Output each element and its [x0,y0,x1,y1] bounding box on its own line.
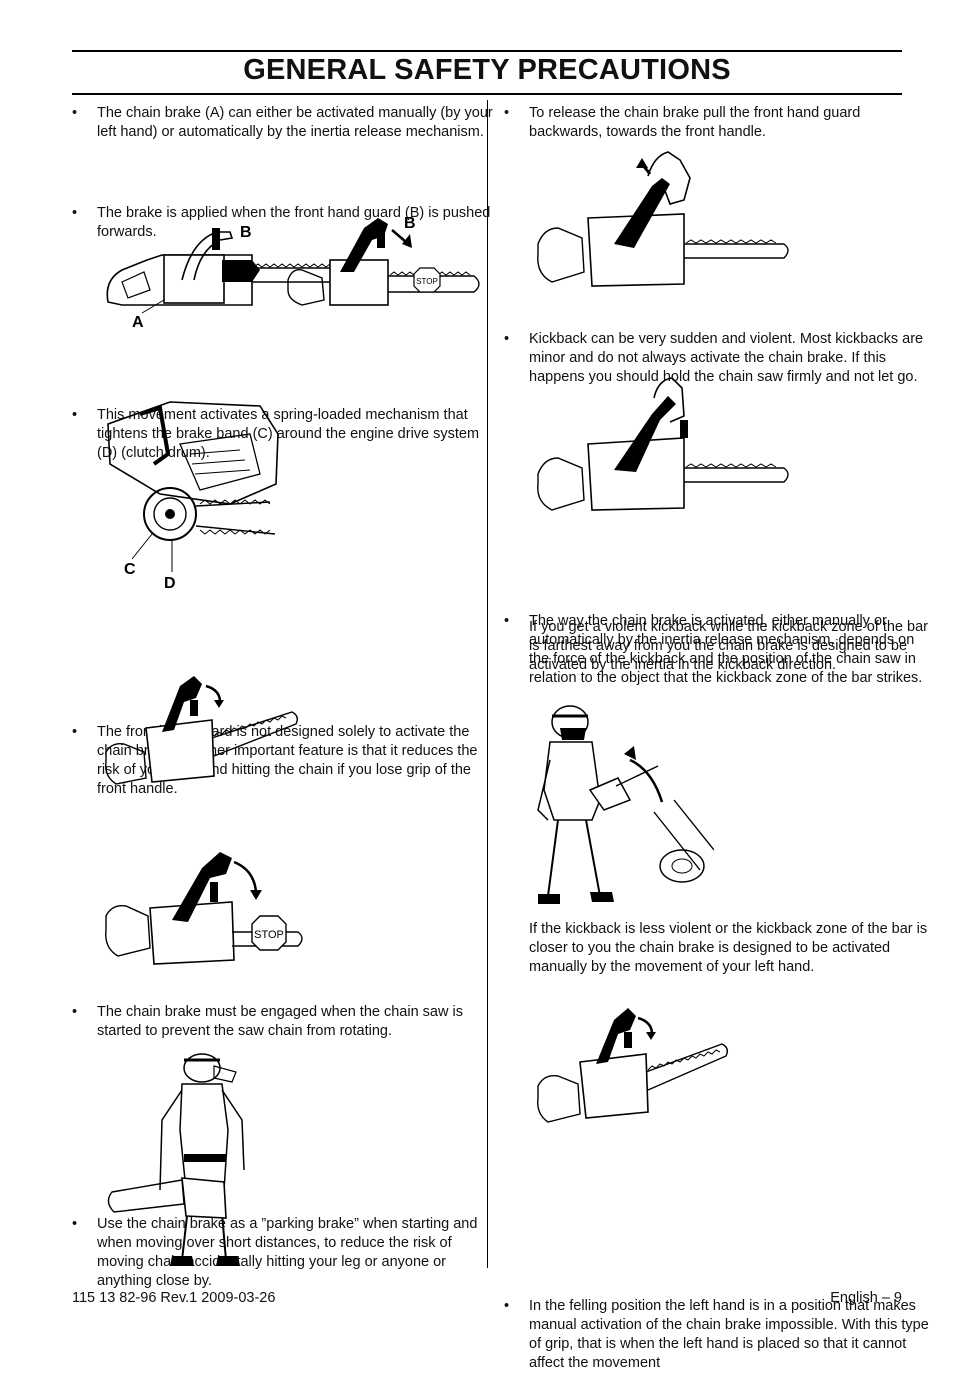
column-divider [487,100,488,1268]
label-c: C [124,561,136,578]
bullet-brake-applied: The brake is applied when the front hand… [72,204,497,242]
figure-kickback-hold [534,374,794,514]
left-column: The chain brake (A) can either be activa… [72,104,493,1289]
label-b-right: B [404,215,416,232]
figure-manual-activation [534,1002,734,1126]
bullet-spring-mechanism: This movement activates a spring-loaded … [72,406,497,463]
bullet-kickback-sudden: Kickback can be very sudden and violent.… [504,330,929,387]
label-a: A [132,314,144,330]
label-d: D [164,575,176,592]
header-rule-bottom [72,93,902,95]
figure-start-brake-stop: STOP [102,838,312,966]
stop-sign-small: STOP [416,277,438,286]
bullet-engage-on-start: The chain brake must be engaged when the… [72,1003,497,1041]
bullet-activation-depends: The way the chain brake is activated, ei… [504,612,929,688]
footer-page-number: English – 9 [830,1290,902,1306]
right-column: To release the chain brake pull the fron… [504,104,929,1371]
figure-hand-guard-ab: B A B STOP [102,210,482,330]
figure-brake-band-cd: C D [100,394,300,594]
stop-sign-large: STOP [254,929,284,941]
bullet-felling-position: In the felling position the left hand is… [504,1297,929,1373]
header-rule-top [72,50,902,52]
figure-release-brake [534,148,794,288]
page-title: GENERAL SAFETY PRECAUTIONS [243,54,731,86]
figure-person-kickback-log [534,700,714,910]
figure-person-carrying-saw [102,1050,282,1270]
bullet-chain-brake-activation: The chain brake (A) can either be activa… [72,104,497,142]
bullet-release-brake: To release the chain brake pull the fron… [504,104,929,142]
footer-doc-id: 115 13 82-96 Rev.1 2009-03-26 [72,1290,276,1306]
para-less-violent-kickback: If the kickback is less violent or the k… [529,921,928,975]
label-b-left: B [240,224,252,241]
para-violent-kickback: If you get a violent kickback while the … [529,619,928,673]
figure-hand-guard-rotate [102,672,302,792]
